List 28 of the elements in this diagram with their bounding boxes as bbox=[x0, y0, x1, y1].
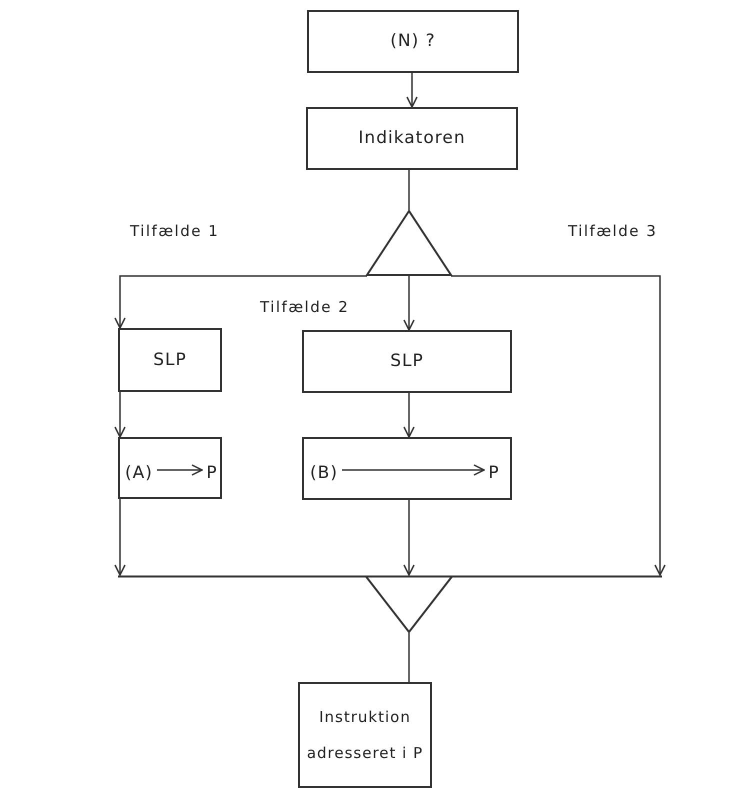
process-box bbox=[306, 107, 518, 170]
process-box bbox=[118, 437, 222, 499]
box-text: Indikatoren bbox=[358, 127, 466, 150]
box-text: SLP bbox=[390, 350, 424, 374]
connector-arrow bbox=[403, 393, 415, 438]
junction-triangle bbox=[366, 210, 452, 276]
connector-arrow bbox=[157, 464, 203, 476]
operand-text: P bbox=[204, 457, 220, 483]
process-box bbox=[302, 330, 512, 393]
box-text: SLP bbox=[153, 348, 187, 372]
connector-arrow bbox=[451, 275, 666, 576]
connector-arrow bbox=[114, 392, 126, 438]
connector-arrow bbox=[403, 500, 415, 576]
box-text: (N) ? bbox=[390, 30, 436, 54]
connector-arrow bbox=[342, 464, 485, 476]
connector-arrow bbox=[114, 275, 367, 329]
process-box bbox=[302, 437, 512, 500]
operand-text: (B) bbox=[308, 457, 340, 483]
process-box bbox=[118, 328, 222, 392]
process-box bbox=[298, 682, 432, 788]
box-text: Instruktion adresseret i P bbox=[306, 707, 424, 764]
operand-text: P bbox=[486, 457, 502, 483]
junction-triangle bbox=[118, 575, 662, 633]
connector-arrow bbox=[403, 276, 415, 331]
operand-text: (A) bbox=[123, 457, 155, 483]
connector-arrow bbox=[114, 499, 126, 576]
process-box bbox=[307, 10, 519, 73]
connector-arrow bbox=[406, 73, 418, 108]
